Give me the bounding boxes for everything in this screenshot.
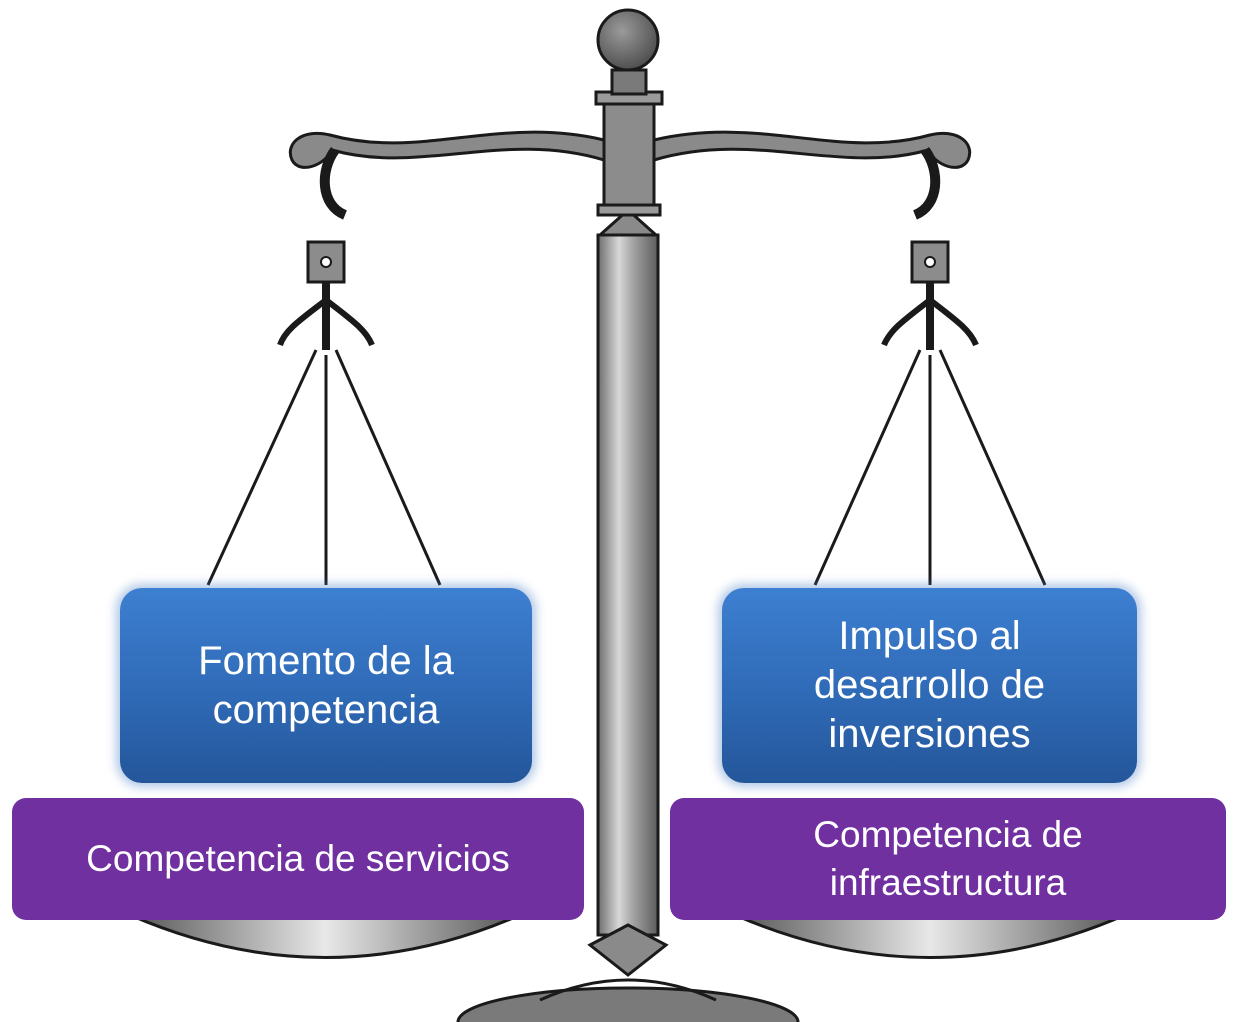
right-competition-box: Competencia de infraestructura [670,798,1226,920]
left-hanger [206,240,442,586]
left-pan [129,913,521,959]
left-competition-label: Competencia de servicios [86,837,510,879]
left-goal-box: Fomento de la competencia [120,588,532,783]
right-goal-label: Impulso al desarrollo de inversiones [813,614,1046,756]
left-competition-box: Competencia de servicios [12,798,584,920]
scale-knob [596,8,660,72]
right-goal-box: Impulso al desarrollo de inversiones [722,588,1137,783]
right-competition-label: Competencia de infraestructura [813,813,1083,903]
scale-beam [288,130,972,220]
right-hanger [813,240,1047,586]
scale-base [456,978,800,1022]
left-goal-label: Fomento de la competencia [198,638,454,732]
right-pan [734,913,1126,959]
scale-pole [587,68,669,977]
